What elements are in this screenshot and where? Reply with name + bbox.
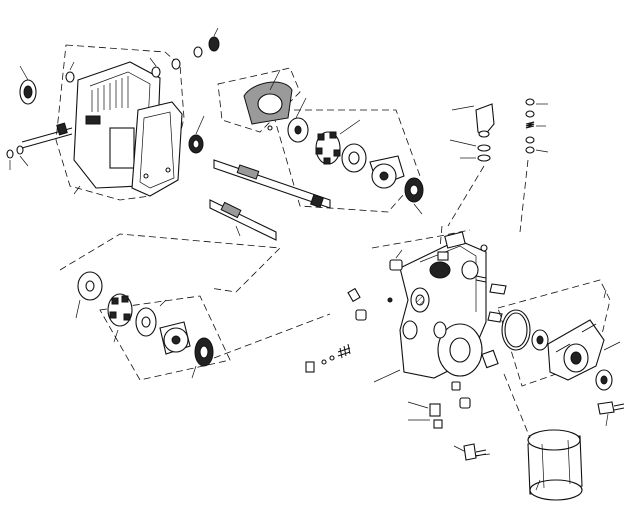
rotating-group-lower xyxy=(59,233,331,381)
main-valve-body xyxy=(305,225,507,461)
plug xyxy=(355,309,367,321)
leader-lines-cover xyxy=(503,289,621,491)
charge-pump xyxy=(429,261,451,279)
fitting-small xyxy=(451,381,461,391)
gasket-hole xyxy=(165,167,171,173)
oil-filter xyxy=(527,429,583,501)
housing-fins xyxy=(91,76,129,112)
relief-valve xyxy=(475,103,495,137)
fitting-small xyxy=(459,397,471,409)
o-ring xyxy=(477,144,491,152)
leader-lines-relief xyxy=(447,103,549,233)
housing-face xyxy=(109,127,135,169)
housing-gasket xyxy=(131,101,183,197)
drive-shaft-lower xyxy=(209,199,277,241)
bolt-left-mid xyxy=(305,343,351,373)
gasket-hole xyxy=(143,173,149,179)
washer xyxy=(65,71,75,83)
housing-group xyxy=(6,27,220,201)
shaft-collar xyxy=(56,122,68,136)
seal-ring xyxy=(16,145,24,155)
dowel-row xyxy=(151,36,220,78)
leader-lines-lower xyxy=(75,299,331,379)
end-bolt xyxy=(597,401,615,415)
bolt xyxy=(489,283,507,295)
end-cover-group xyxy=(497,279,625,501)
bolt xyxy=(487,311,503,323)
fitting xyxy=(481,349,499,369)
leader-lines-swash xyxy=(269,69,423,215)
seal-ring xyxy=(6,149,14,159)
leader-lines-housing xyxy=(9,27,219,195)
bolt-bottom xyxy=(463,443,487,461)
o-ring xyxy=(477,154,491,162)
relief-valve-group xyxy=(447,98,549,233)
plug xyxy=(389,259,403,271)
housing-port xyxy=(85,115,101,125)
swashplate-group xyxy=(217,67,424,215)
shafts xyxy=(209,159,331,241)
piston-block-lower xyxy=(107,293,133,327)
fitting-small xyxy=(429,403,441,417)
